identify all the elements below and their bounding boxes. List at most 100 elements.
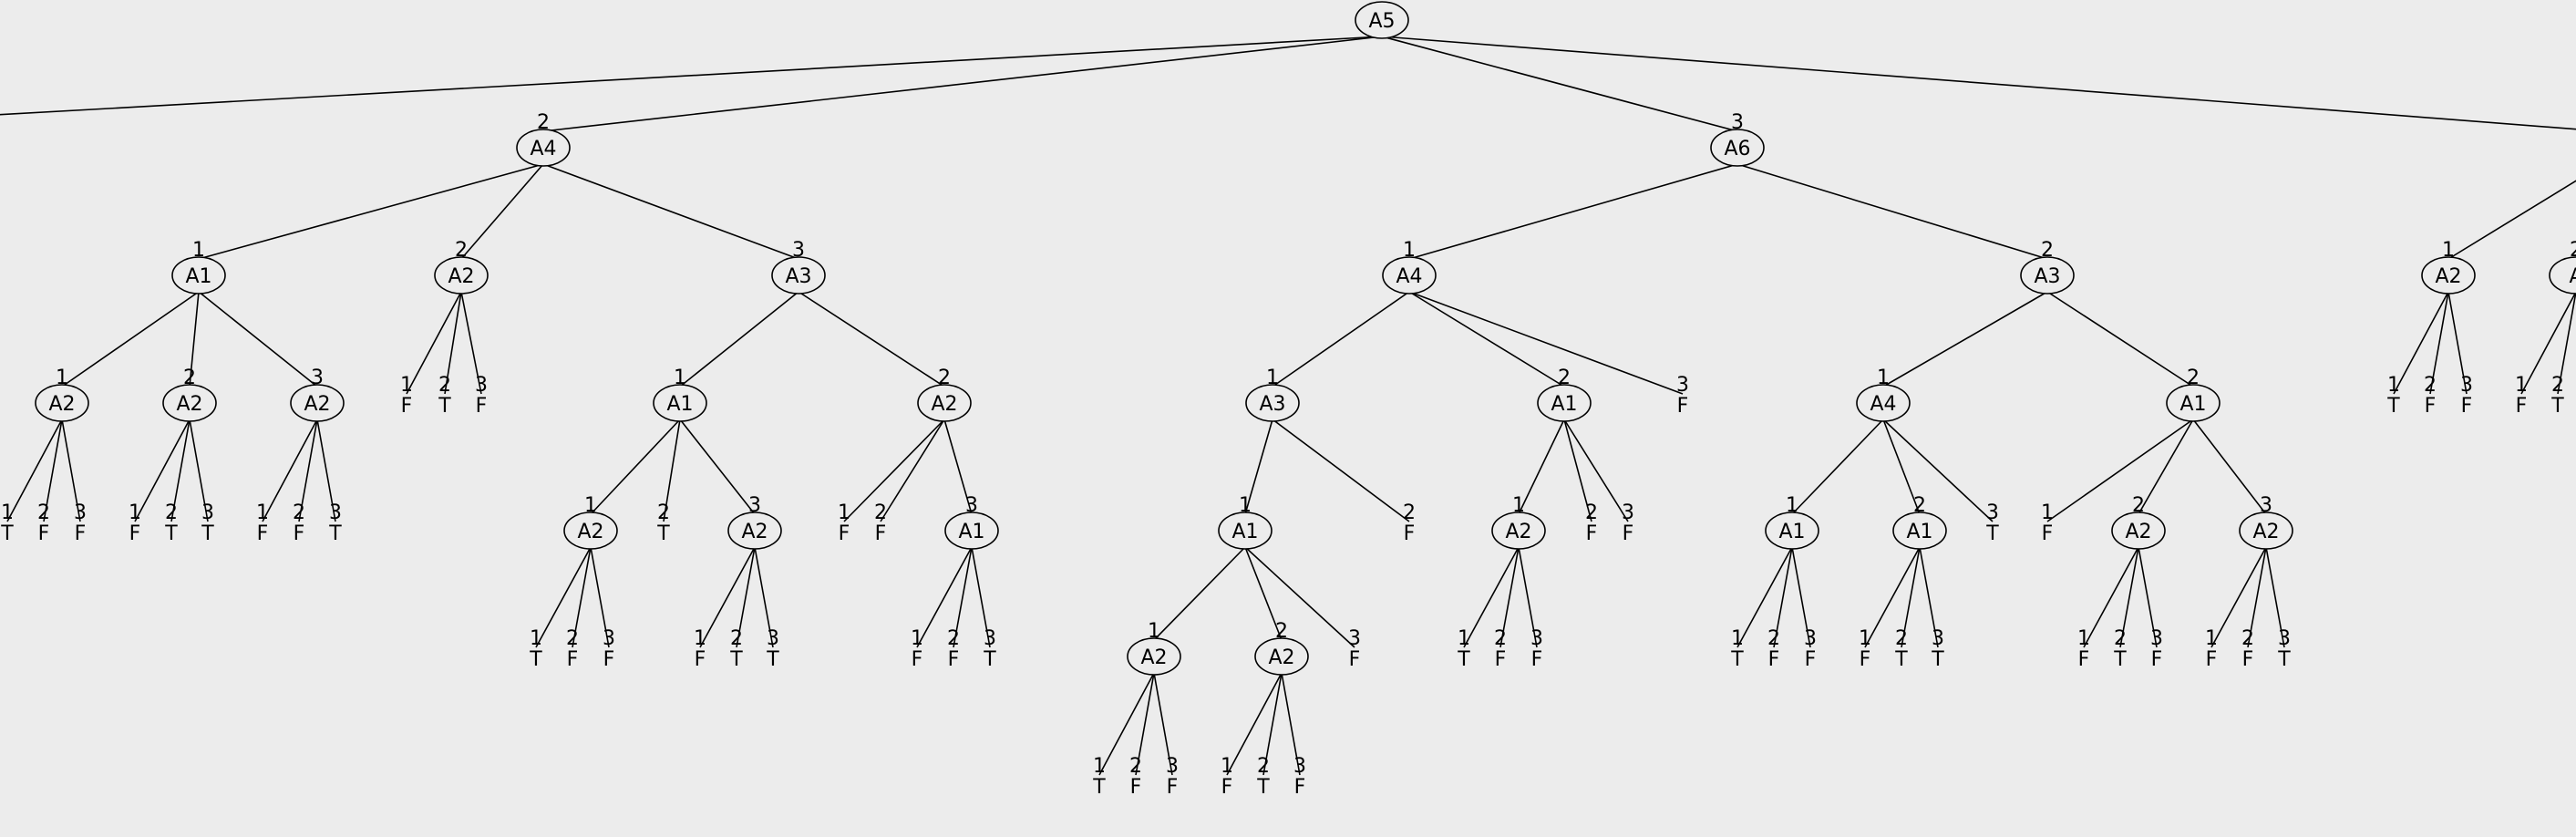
tree-edge-label: 2 [1913,494,1926,517]
tree-edge-label: 2 [938,367,951,389]
tree-edge-label: 2 [293,501,305,524]
tree-edge [460,163,544,260]
tree-leaf-value: T [1985,522,1999,545]
tree-edge [189,418,209,522]
tree-edge [6,418,63,522]
tree-node-ellipse [1892,512,1947,550]
tree-edge-label: 1 [584,494,597,517]
tree-leaf-value: T [164,522,178,545]
tree-edge [1262,672,1283,776]
tree-node-label: A3 [2034,265,2060,288]
tree-leaf-value: T [656,522,670,545]
tree-edge-label: 1 [129,501,141,524]
tree-edge-label: 2 [1585,501,1598,524]
tree-node-label: A [2569,265,2576,288]
tree-edge-label: 3 [2278,627,2291,650]
tree-edge-label: 2 [1494,627,1507,650]
tree-edge [1736,163,2048,260]
tree-edge [1518,546,1538,648]
tree-node-label: A2 [1505,521,1531,543]
tree-edge [2083,546,2139,648]
tree-leaf-value: F [1860,648,1871,671]
tree-edge [542,163,799,260]
tree-edge [1563,418,1629,522]
tree-node-label: A1 [958,521,984,543]
tree-edge [61,291,200,388]
tree-edge [1518,418,1565,515]
tree-edge [1408,291,1684,395]
tree-leaf-value: F [603,648,615,671]
tree-node-label: A2 [577,521,603,543]
tree-node-ellipse [1254,637,1309,676]
tree-edge [460,291,482,395]
tree-edge [916,546,973,648]
tree-edge [1153,546,1246,641]
tree-edge-label: 1 [2442,239,2455,262]
tree-edge-label: 1 [1093,755,1106,778]
tree-edge [1272,418,1410,522]
tree-edge-label: 2 [455,239,468,262]
tree-leaf-value: F [1677,395,1689,418]
tree-edge-label: 2 [1403,501,1416,524]
tree-node-label: A1 [185,265,211,288]
tree-edge [1135,672,1155,776]
tree-edge-label: 1 [1859,627,1871,650]
tree-leaf-value: F [476,395,488,418]
tree-edge [1098,672,1155,776]
tree-edge [736,546,756,648]
tree-edge [1272,291,1410,388]
tree-edge-label: 3 [1166,755,1179,778]
tree-edge-label: 2 [947,627,960,650]
tree-node-ellipse [171,256,226,294]
tree-edge [1773,546,1793,648]
tree-edge [1226,672,1283,776]
tree-node-ellipse [434,256,489,294]
tree-edge-label: 3 [748,494,761,517]
tree-leaf-value: F [2461,395,2473,418]
tree-node-ellipse [1218,512,1273,550]
tree-edge-label: 3 [2260,494,2272,517]
tree-edge-label: 1 [1266,367,1279,389]
tree-edge [542,36,1383,132]
tree-edge [843,418,945,522]
tree-leaf-value: F [1623,522,1634,545]
tree-edge [1153,672,1173,776]
tree-edge [316,418,336,522]
tree-edge [1381,36,2576,130]
tree-edge [2210,546,2267,648]
tree-leaf-value: T [1931,648,1944,671]
tree-edge-label: 3 [965,494,978,517]
tree-leaf-value: F [257,522,269,545]
tree-node-label: A1 [1551,393,1577,416]
tree-leaf-value: F [2042,522,2054,545]
tree-leaf-value: T [0,522,14,545]
tree-node-label: A2 [741,521,768,543]
tree-edge [198,291,318,388]
tree-edge-label: 3 [2150,627,2163,650]
tree-leaf-value: F [75,522,87,545]
tree-edge [699,546,756,648]
tree-node-ellipse [1491,512,1546,550]
tree-node-ellipse [1856,384,1911,422]
tree-edge-label: 3 [1293,755,1306,778]
tree-edge [2119,546,2139,648]
tree-edge [2447,291,2468,395]
tree-node-ellipse [1710,129,1765,167]
tree-node-label: A2 [2125,521,2151,543]
tree-node-ellipse [1127,637,1181,676]
tree-edge [2557,291,2576,395]
tree-edge-label: 2 [1558,367,1571,389]
tree-edge-label: 2 [874,501,887,524]
tree-edge [1791,546,1811,648]
tree-edge-label: 3 [1348,627,1361,650]
tree-node-ellipse [727,512,782,550]
tree-edge-label: 3 [1530,627,1543,650]
tree-node-label: A2 [931,393,957,416]
tree-edge-label: 2 [2570,239,2576,262]
tree-node-label: A2 [176,393,202,416]
tree-edge [1244,546,1283,641]
tree-node-label: A3 [1259,393,1285,416]
tree-node-ellipse [1765,512,1819,550]
tree-leaf-value: T [2113,648,2127,671]
tree-leaf-value: F [1768,648,1780,671]
